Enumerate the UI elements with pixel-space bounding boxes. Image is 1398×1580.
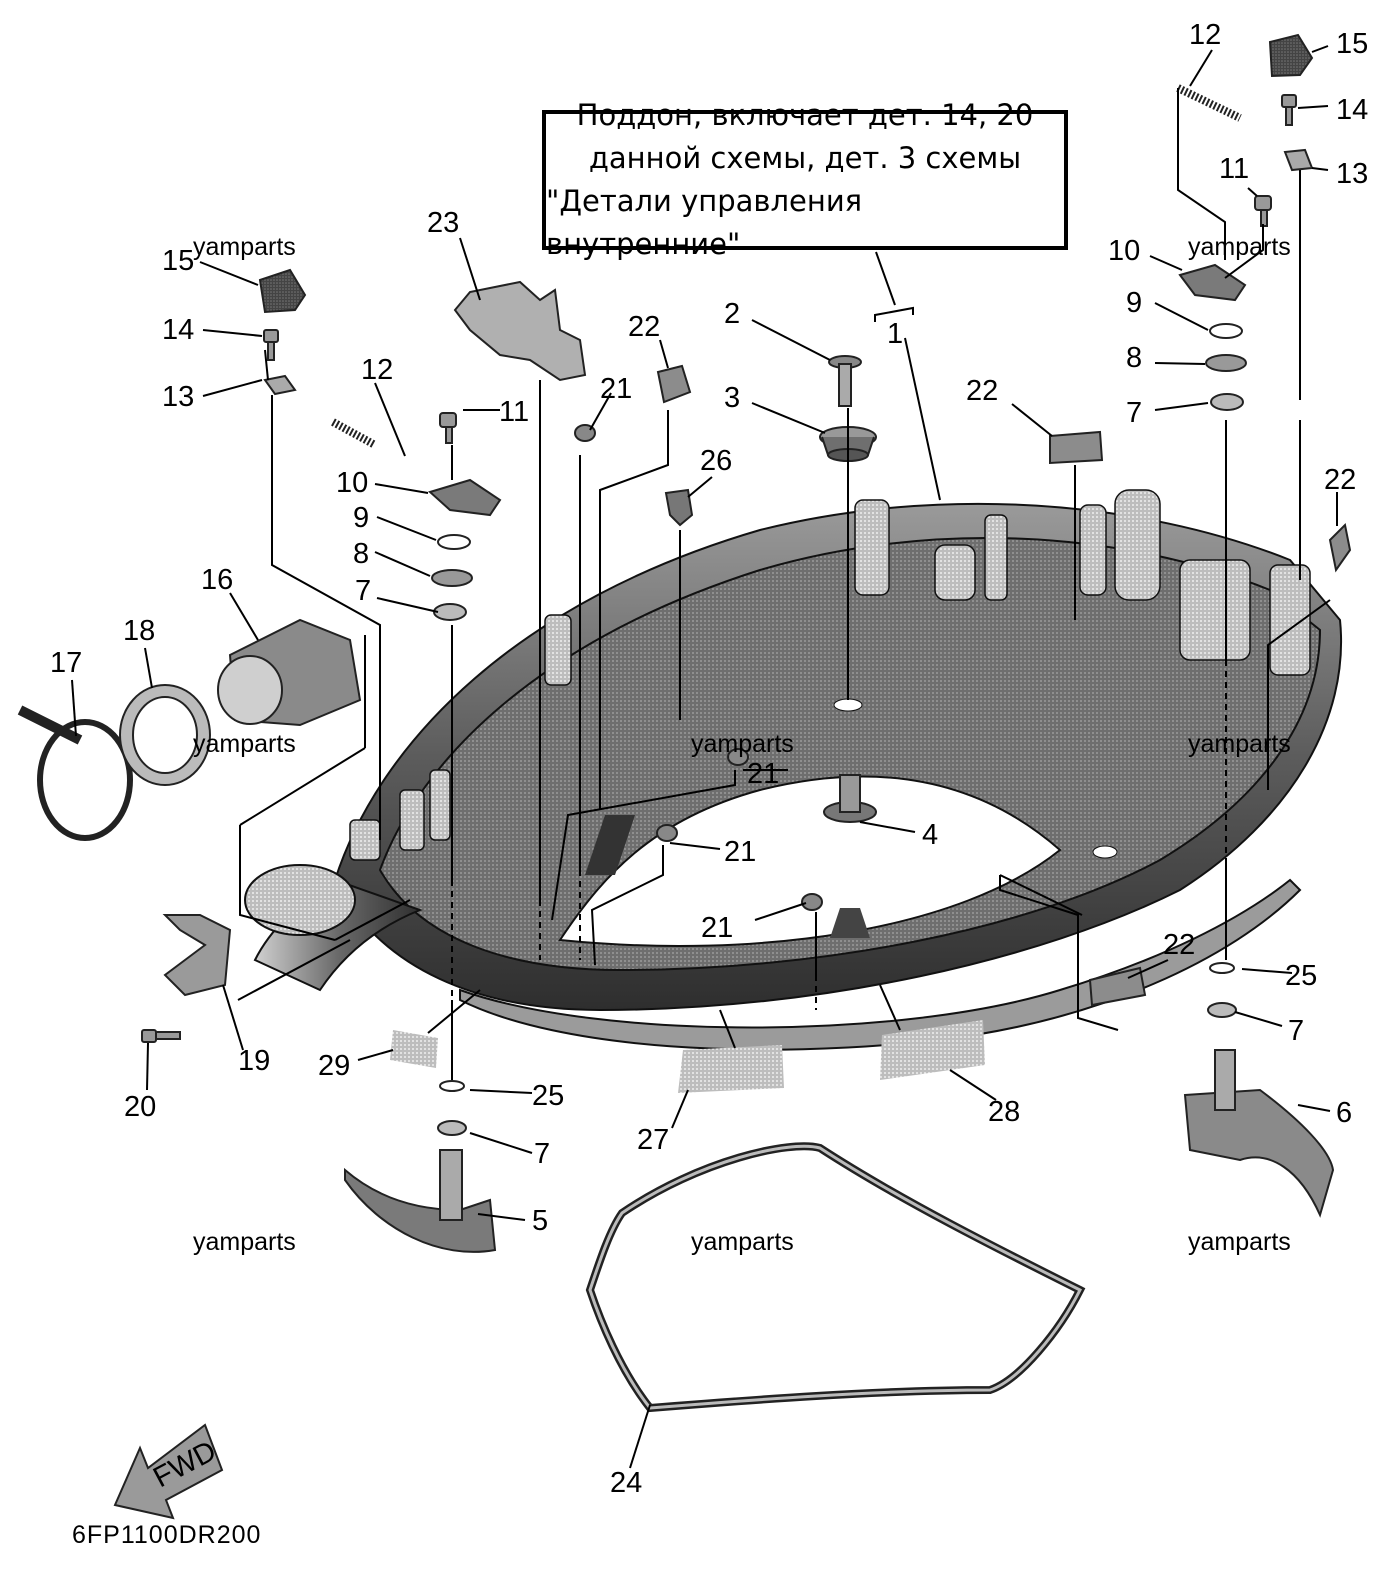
- label-14a: 14: [162, 314, 194, 346]
- part-2-bolt: [828, 355, 862, 407]
- watermark-7: yamparts: [691, 1228, 794, 1256]
- part-20-screw: [141, 1029, 181, 1043]
- guide-lines: [237, 88, 1331, 1080]
- label-7c: 7: [1288, 1015, 1304, 1047]
- label-9a: 9: [353, 502, 369, 534]
- leader-lines: [71, 45, 1338, 1469]
- note-callout-box: Поддон, включает дет. 14, 20 данной схем…: [542, 98, 1068, 261]
- watermark-3: yamparts: [193, 730, 296, 758]
- label-13b: 13: [1336, 158, 1368, 190]
- label-21a: 21: [600, 373, 632, 405]
- hidden-guide-lines: [451, 660, 1227, 1010]
- note-line-2: данной схемы, дет. 3 схемы: [588, 141, 1022, 175]
- label-22c: 22: [1324, 464, 1356, 496]
- watermark-8: yamparts: [1188, 1228, 1291, 1256]
- watermark-6: yamparts: [193, 1228, 296, 1256]
- label-7d: 7: [534, 1138, 550, 1170]
- part-5-bracket: [344, 1149, 497, 1253]
- part-6-bracket: [1183, 1049, 1335, 1218]
- watermark-4: yamparts: [691, 730, 794, 758]
- label-12a: 12: [361, 354, 393, 386]
- part-number-labels: 1 2 3 4 5 6 7 7 7 7 8 8 9 9 10 10 11 11 …: [50, 19, 1368, 1499]
- label-3: 3: [724, 382, 740, 414]
- label-6: 6: [1336, 1097, 1352, 1129]
- watermark-1: yamparts: [193, 233, 296, 261]
- part-15-cap: [258, 33, 1314, 314]
- label-8a: 8: [353, 538, 369, 570]
- fwd-arrow: FWD: [113, 1423, 224, 1520]
- label-15a: 15: [162, 245, 194, 277]
- part-12-spring: [331, 84, 1242, 449]
- label-27: 27: [637, 1124, 669, 1156]
- label-16: 16: [201, 564, 233, 596]
- part-4-collar: [823, 774, 877, 823]
- label-26: 26: [700, 445, 732, 477]
- label-1: 1: [887, 318, 903, 350]
- label-11b: 11: [1219, 153, 1249, 185]
- label-17: 17: [50, 647, 82, 679]
- label-5: 5: [532, 1205, 548, 1237]
- diagram-code: 6FP1100DR200: [72, 1521, 261, 1549]
- label-29: 29: [318, 1050, 350, 1082]
- label-12b: 12: [1189, 19, 1221, 51]
- part-21-clip: [574, 424, 823, 911]
- label-8b: 8: [1126, 342, 1142, 374]
- label-23: 23: [427, 207, 459, 239]
- label-2: 2: [724, 298, 740, 330]
- label-11a: 11: [499, 396, 529, 428]
- label-10b: 10: [1108, 235, 1140, 267]
- label-20: 20: [124, 1091, 156, 1123]
- label-13a: 13: [162, 381, 194, 413]
- part-23-bracket: [453, 280, 587, 382]
- part-10-plate: [428, 263, 1247, 517]
- label-19: 19: [238, 1045, 270, 1077]
- label-stickers: [390, 1020, 985, 1093]
- label-4: 4: [922, 819, 938, 851]
- part-26-plug: [664, 488, 694, 527]
- label-7b: 7: [1126, 397, 1142, 429]
- note-line-1: Поддон, включает дет. 14, 20: [576, 98, 1034, 132]
- note-line-3: "Детали управления внутренние": [546, 184, 863, 261]
- watermarks: yamparts yamparts yamparts yamparts yamp…: [193, 233, 1291, 1256]
- label-25a: 25: [1285, 960, 1317, 992]
- part-13-clip: [263, 148, 1314, 396]
- label-9b: 9: [1126, 287, 1142, 319]
- label-14b: 14: [1336, 94, 1368, 126]
- watermark-2: yamparts: [1188, 233, 1291, 261]
- bottom-cowling-tray: [244, 489, 1343, 1051]
- label-7a: 7: [355, 575, 371, 607]
- label-10a: 10: [336, 467, 368, 499]
- part-18-ring: [119, 684, 211, 786]
- label-21b: 21: [747, 758, 779, 790]
- label-18: 18: [123, 615, 155, 647]
- label-21d: 21: [701, 912, 733, 944]
- label-28: 28: [988, 1096, 1020, 1128]
- label-22d: 22: [1163, 929, 1195, 961]
- washer-parts: [431, 323, 1247, 1136]
- part-14-screw: [263, 94, 1297, 361]
- label-22b: 22: [966, 375, 998, 407]
- label-25b: 25: [532, 1080, 564, 1112]
- watermark-5: yamparts: [1188, 730, 1291, 758]
- part-19-bracket: [162, 914, 232, 997]
- part-24-gasket: [585, 1142, 1086, 1413]
- label-24: 24: [610, 1467, 642, 1499]
- part-17-clamp: [17, 705, 133, 841]
- part-16-grommet: [217, 618, 362, 727]
- label-15b: 15: [1336, 28, 1368, 60]
- label-21c: 21: [724, 836, 756, 868]
- label-22a: 22: [628, 311, 660, 343]
